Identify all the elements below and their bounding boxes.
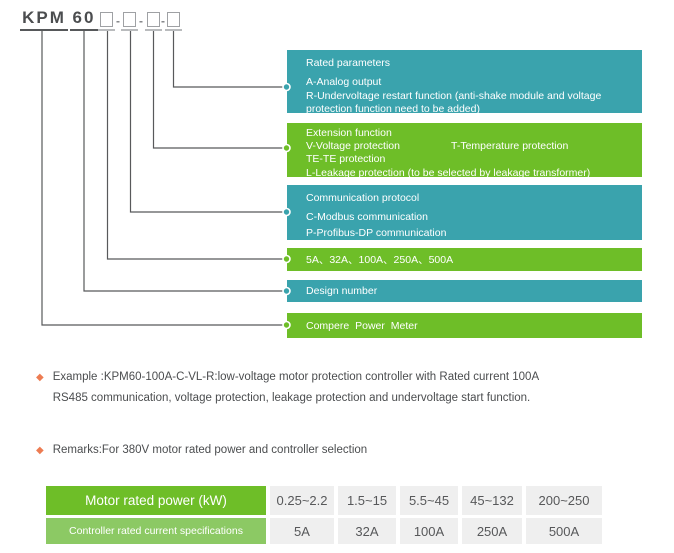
remarks-text: Remarks:For 380V motor rated power and c… [52,444,368,456]
callout-product-name: Compere Power Meter [287,313,642,338]
table-row-current-spec: Controller rated current specifications … [46,518,602,544]
diamond-bullet-icon: ◆ [36,445,44,456]
callout-title: Communication protocol [306,192,420,204]
callout-line: C-Modbus communication [306,211,428,223]
model-code-series: 60 [70,8,98,31]
callout-communication-protocol: Communication protocol C-Modbus communic… [287,185,642,240]
table-cell: 200~250 [526,486,602,515]
callout-current-rating: 5A、32A、100A、250A、500A [287,248,642,271]
callout-line: TE-TE protection [306,153,386,166]
table-cell: 250A [462,518,522,544]
callout-line: L-Leakage protection (to be selected by … [306,166,591,179]
callout-line: R-Undervoltage restart function (anti-sh… [306,89,602,116]
table-header-motor-power: Motor rated power (kW) [46,486,266,515]
callout-line: P-Profibus-DP communication [306,226,447,239]
callout-line: V-Voltage protection T-Temperature protec… [306,140,636,153]
placeholder-square-icon [100,12,113,27]
placeholder-square-icon [167,12,180,27]
table-cell: 500A [526,518,602,544]
table-header-current-spec: Controller rated current specifications [46,518,266,544]
callout-title: 5A、32A、100A、250A、500A [306,253,454,266]
example-note: ◆ Example :KPM60-100A-C-VL-R:low-voltage… [36,367,539,409]
table-cell: 0.25~2.2 [270,486,334,515]
code-separator: - [116,14,120,28]
callout-rated-parameters: Rated parameters A-Analog output R-Under… [287,50,642,115]
table-cell: 5A [270,518,334,544]
example-line-2: RS485 communication, voltage protection,… [52,392,531,404]
table-cell: 1.5~15 [338,486,396,515]
code-separator: - [161,14,165,28]
placeholder-square-icon [147,12,160,27]
spec-table: Motor rated power (kW) 0.25~2.2 1.5~15 5… [46,486,602,544]
example-text: Example :KPM60-100A-C-VL-R:low-voltage m… [53,367,539,409]
code-separator: - [139,14,143,28]
remarks-note: ◆ Remarks:For 380V motor rated power and… [36,440,367,461]
model-placeholder-box-4 [165,12,182,31]
callout-design-number: Design number [287,280,642,302]
table-row-motor-power: Motor rated power (kW) 0.25~2.2 1.5~15 5… [46,486,602,515]
callout-title: Compere Power Meter [306,319,418,332]
callout-column: V-Voltage protection [306,140,400,153]
placeholder-square-icon [123,12,136,27]
table-cell: 45~132 [462,486,522,515]
table-cell: 5.5~45 [400,486,458,515]
table-cell: 100A [400,518,458,544]
model-code-family: KPM [20,8,68,31]
model-placeholder-box-1 [98,12,115,31]
example-line-1: Example :KPM60-100A-C-VL-R:low-voltage m… [52,371,540,383]
callout-title: Extension function [306,127,392,139]
callout-title: Design number [306,285,378,297]
callout-title: Rated parameters [306,57,391,69]
callout-line: A-Analog output [306,76,382,88]
table-cell: 32A [338,518,396,544]
model-placeholder-box-2 [121,12,138,31]
diamond-bullet-icon: ◆ [36,372,44,383]
callout-column: T-Temperature protection [451,140,569,153]
